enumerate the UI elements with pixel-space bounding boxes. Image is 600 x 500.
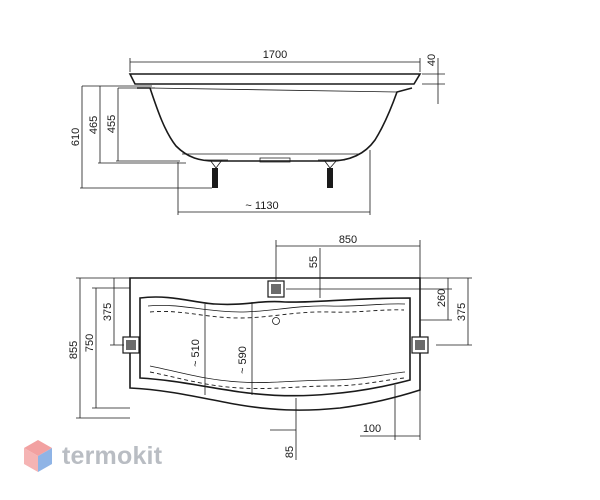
rib-3 — [149, 365, 406, 383]
dim-375-left: 375 — [102, 303, 114, 321]
cube-logo-icon — [24, 440, 52, 472]
rib-4 — [149, 371, 405, 390]
dim-590: ~ 590 — [237, 346, 249, 374]
feet — [205, 157, 345, 188]
brand-name: termokit — [62, 441, 163, 470]
dim-line-85 — [270, 398, 297, 460]
left-dim-lines — [79, 278, 115, 418]
dim-85: 85 — [284, 446, 296, 458]
brand-logo: termokit — [22, 436, 162, 476]
right-dim-refs — [286, 277, 472, 346]
dim-line-100 — [360, 385, 421, 440]
height-refs-top — [82, 85, 155, 89]
dim-line-1700 — [129, 58, 421, 72]
dim-100: 100 — [363, 423, 381, 435]
top-outer-rim — [129, 277, 421, 411]
side-view: 1700 40 610 465 455 ~ 1130 — [70, 49, 445, 215]
side-rim — [128, 73, 422, 85]
drain — [272, 317, 280, 325]
dim-1130: ~ 1130 — [245, 200, 278, 212]
left-foot — [212, 168, 218, 188]
dim-55: 55 — [308, 256, 320, 268]
dim-line-40 — [422, 58, 445, 104]
dim-850: 850 — [339, 234, 357, 246]
top-view: ~ 510 ~ 590 855 750 375 850 55 260 375 8… — [68, 234, 472, 460]
dim-line-850 — [275, 240, 421, 280]
right-dim-lines — [447, 278, 469, 345]
right-foot — [327, 168, 333, 188]
dim-260: 260 — [436, 289, 448, 307]
dim-40: 40 — [426, 54, 438, 66]
rib-2 — [149, 309, 405, 319]
left-dim-refs — [76, 277, 130, 419]
height-lines — [81, 86, 119, 188]
dim-855: 855 — [68, 341, 80, 359]
dim-510: ~ 510 — [190, 339, 202, 367]
dim-465: 465 — [88, 116, 100, 134]
dim-1700: 1700 — [263, 49, 287, 61]
height-refs-bottom — [80, 160, 212, 189]
side-shell-top — [149, 87, 398, 93]
top-inner-bowl — [139, 296, 411, 397]
dim-610: 610 — [70, 128, 82, 146]
dim-750: 750 — [84, 334, 96, 352]
dim-375-right: 375 — [456, 303, 468, 321]
inner-width-lines — [204, 302, 253, 395]
rib-1 — [147, 303, 406, 313]
dim-455: 455 — [106, 115, 118, 133]
fittings — [122, 280, 429, 354]
side-shell — [137, 87, 413, 162]
dim-line-1130 — [177, 150, 371, 215]
